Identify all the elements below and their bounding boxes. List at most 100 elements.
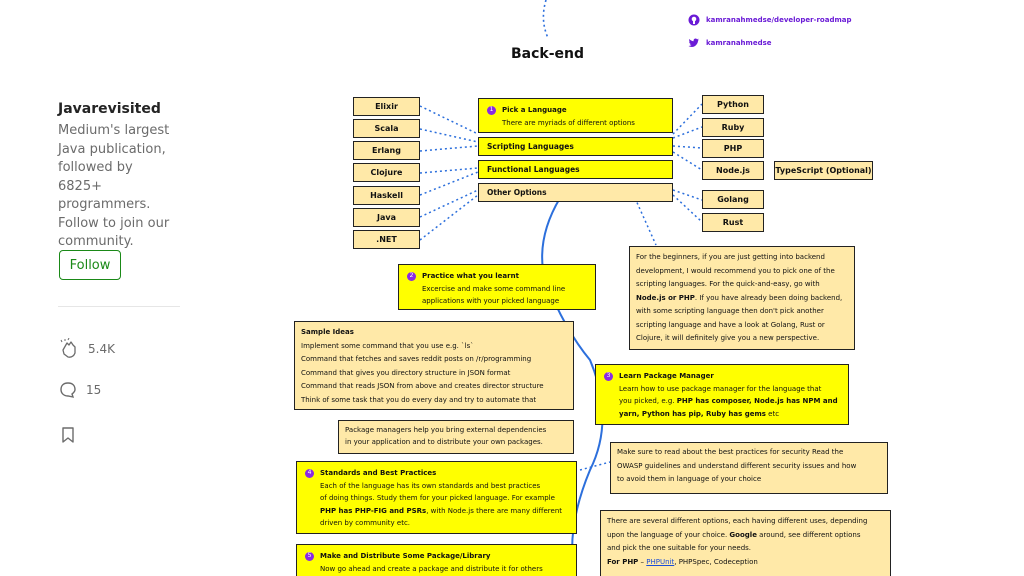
- step-1-desc: There are myriads of different options: [502, 118, 635, 127]
- beginners-line-6: scripting language and have a look at Go…: [636, 320, 825, 329]
- functional-languages: Functional Languages: [478, 160, 673, 179]
- step-3-line-2a: you picked, e.g.: [619, 397, 677, 405]
- step-5-title: Make and Distribute Some Package/Library: [320, 552, 491, 560]
- beginners-line-3: scripting languages. For the quick-and-e…: [636, 280, 820, 288]
- lang-dotnet: .NET: [353, 230, 420, 249]
- step-4-title: Standards and Best Practices: [320, 469, 437, 477]
- sample-ideas-title: Sample Ideas: [301, 328, 354, 336]
- beginners-line-7: Clojure, it will definitely give you a n…: [636, 334, 820, 342]
- step-number-3: 3: [604, 371, 613, 381]
- package-managers-note: Package managers help you bring external…: [338, 420, 574, 454]
- step-3-package-manager: 3 Learn Package Manager Learn how to use …: [595, 364, 849, 425]
- other-options: Other Options: [478, 183, 673, 202]
- security-line-2: OWASP guidelines and understand differen…: [617, 461, 857, 470]
- twitter-link[interactable]: kamranahmedse: [688, 37, 772, 49]
- step-2-line-2: applications with your picked language: [422, 297, 560, 305]
- beginners-line-1: For the beginners, if you are just getti…: [636, 253, 825, 261]
- lang-python: Python: [702, 95, 764, 114]
- beginners-line-2: development, I would recommend you to pi…: [636, 266, 835, 275]
- testing-line-2a: upon the language of your choice.: [607, 530, 730, 539]
- step-3-line-3b: etc: [765, 409, 780, 418]
- step-4-line-2: of doing things. Study them for your pic…: [320, 494, 555, 502]
- package-note-line-2: in your application and to distribute yo…: [345, 438, 543, 446]
- sample-idea-2: Command that fetches and saves reddit po…: [301, 355, 532, 363]
- testing-line-4b: –: [638, 557, 647, 566]
- step-3-line-3a: yarn, Python has pip, Ruby has gems: [619, 409, 766, 418]
- clap-icon: [60, 338, 76, 358]
- lang-rust: Rust: [702, 213, 764, 232]
- step-4-line-4: driven by community etc.: [320, 519, 411, 527]
- step-number-4: 4: [305, 468, 314, 478]
- step-2-practice: 2 Practice what you learnt Excercise and …: [398, 264, 596, 310]
- sample-idea-4: Command that reads JSON from above and c…: [301, 382, 544, 390]
- publication-name[interactable]: Javarevisited: [58, 101, 161, 117]
- publication-description: Medium's largest Java publication, follo…: [58, 123, 170, 249]
- step-5-line-1: Now go ahead and create a package and di…: [320, 564, 543, 573]
- step-5-distribute-package: 5 Make and Distribute Some Package/Librar…: [296, 544, 577, 576]
- roadmap-title: Back-end: [511, 46, 585, 62]
- github-link[interactable]: kamranahmedse/developer-roadmap: [688, 14, 851, 26]
- testing-line-4d: , PHPSpec, Codeception: [674, 557, 758, 566]
- beginners-note: For the beginners, if you are just getti…: [629, 246, 855, 350]
- github-icon: [688, 14, 700, 26]
- publication-sidebar: Javarevisited Medium's largest Java publ…: [0, 0, 290, 576]
- step-number-2: 2: [407, 271, 416, 281]
- bookmark-icon: [62, 427, 74, 443]
- step-1-pick-language: 1 Pick a Language There are myriads of di…: [478, 98, 673, 133]
- clap-count: 5.4K: [88, 342, 115, 356]
- step-number-5: 5: [305, 551, 314, 561]
- security-note: Make sure to read about the best practic…: [610, 442, 888, 494]
- lang-golang: Golang: [702, 190, 764, 209]
- scripting-languages: Scripting Languages: [478, 137, 673, 156]
- security-line-1: Make sure to read about the best practic…: [617, 448, 844, 456]
- security-line-3: to avoid them in language of your choice: [617, 475, 762, 483]
- phpunit-link[interactable]: PHPUnit: [646, 557, 675, 566]
- lang-scala: Scala: [353, 119, 420, 138]
- sidebar-divider: [58, 306, 180, 307]
- testing-line-2b: Google: [729, 530, 757, 539]
- sample-ideas-note: Sample Ideas Implement some command that…: [294, 321, 574, 410]
- beginners-line-4: . If you have already been doing backend…: [694, 293, 843, 302]
- testing-line-1: There are several different options, eac…: [607, 517, 868, 525]
- lang-haskell: Haskell: [353, 186, 420, 205]
- twitter-icon: [688, 38, 699, 47]
- comment-icon: [60, 382, 76, 398]
- sample-idea-5: Think of some task that you do every day…: [301, 395, 537, 404]
- roadmap-connectors: [419, 0, 703, 576]
- lang-erlang: Erlang: [353, 141, 420, 160]
- lang-clojure: Clojure: [353, 163, 420, 182]
- lang-typescript: TypeScript (Optional): [774, 161, 873, 180]
- lang-java: Java: [353, 208, 420, 227]
- testing-line-2c: around, see different options: [756, 530, 861, 539]
- step-number-1: 1: [487, 105, 496, 115]
- step-3-title: Learn Package Manager: [619, 372, 714, 380]
- step-4-line-1: Each of the language has its own standar…: [320, 481, 541, 490]
- step-4-standards: 4 Standards and Best Practices Each of th…: [296, 461, 577, 534]
- step-2-title: Practice what you learnt: [422, 272, 519, 280]
- step-4-line-3b: , with Node.js there are many different: [426, 506, 563, 515]
- sample-idea-3: Command that gives you directory structu…: [301, 368, 511, 377]
- clap-button[interactable]: 5.4K: [58, 338, 115, 360]
- step-3-line-2b: PHP has composer, Node.js has NPM and: [676, 397, 838, 405]
- step-1-title: Pick a Language: [502, 106, 567, 114]
- package-note-line-1: Package managers help you bring external…: [345, 426, 547, 434]
- github-link-label: kamranahmedse/developer-roadmap: [706, 16, 852, 24]
- twitter-link-label: kamranahmedse: [706, 39, 772, 47]
- step-3-line-1: Learn how to use package manager for the…: [619, 384, 822, 393]
- step-4-line-3a: PHP has PHP-FIG and PSRs: [320, 506, 427, 515]
- follow-button[interactable]: Follow: [59, 250, 121, 280]
- lang-ruby: Ruby: [702, 118, 764, 137]
- lang-elixir: Elixir: [353, 97, 420, 116]
- beginners-line-5: with some scripting language then don't …: [636, 307, 824, 315]
- backend-roadmap-image: Back-end kamranahmedse/developer-roadmap…: [290, 0, 1024, 576]
- lang-nodejs: Node.js: [702, 161, 764, 180]
- testing-options-note: There are several different options, eac…: [600, 510, 891, 576]
- lang-php: PHP: [702, 139, 764, 158]
- testing-line-3: and pick the one suitable for your needs…: [607, 544, 752, 552]
- sample-idea-1: Implement some command that you use e.g.…: [301, 341, 474, 350]
- beginners-highlight: Node.js or PHP: [636, 293, 695, 302]
- step-2-line-1: Excercise and make some command line: [422, 284, 566, 293]
- bookmark-button[interactable]: [58, 425, 78, 445]
- testing-line-4a: For PHP: [607, 557, 639, 566]
- responses-button[interactable]: 15: [58, 380, 101, 400]
